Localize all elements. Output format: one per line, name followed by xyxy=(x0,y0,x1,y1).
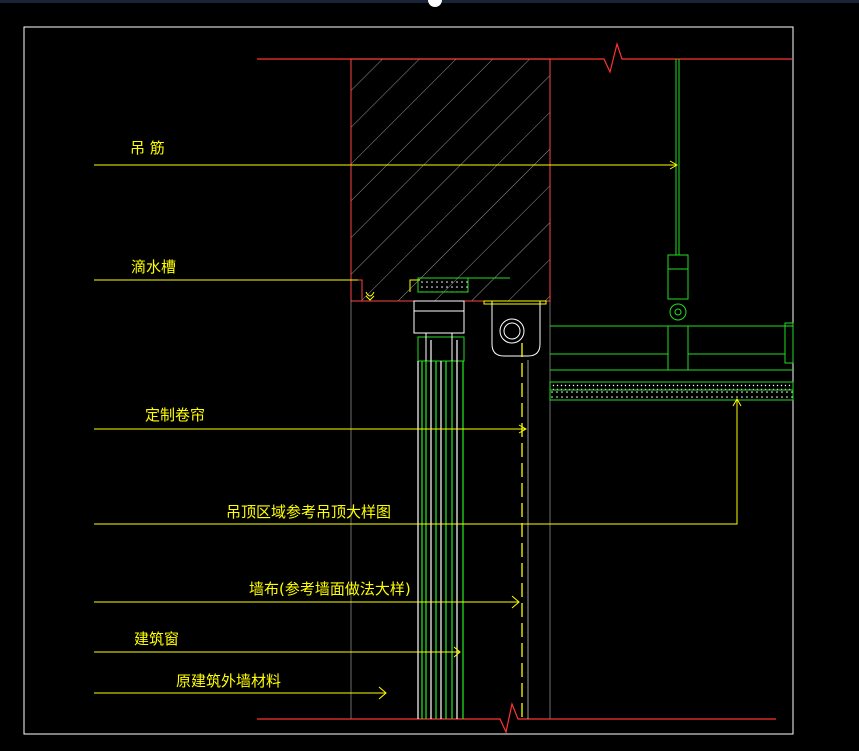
wall-outline xyxy=(350,301,551,719)
label-hanger-rod: 吊 筋 xyxy=(130,139,165,157)
drawing-frame xyxy=(23,26,794,735)
label-building-window: 建筑窗 xyxy=(134,630,179,648)
label-drip-groove: 滴水槽 xyxy=(131,258,176,276)
label-wall-cloth: 墙布(参考墙面做法大样) xyxy=(249,580,411,598)
label-ceiling-area: 吊顶区域参考吊顶大样图 xyxy=(226,503,391,521)
label-original-wall: 原建筑外墙材料 xyxy=(176,672,281,690)
drag-handle-icon[interactable] xyxy=(428,0,442,7)
blind-fabric xyxy=(521,343,529,719)
ceiling-framing xyxy=(549,322,794,401)
annotations xyxy=(94,160,742,700)
annotation-labels: 吊 筋 滴水槽 定制卷帘 吊顶区域参考吊顶大样图 墙布(参考墙面做法大样) 建筑… xyxy=(130,139,411,690)
label-custom-blind: 定制卷帘 xyxy=(145,406,205,424)
blind-roller xyxy=(483,300,547,357)
ceiling-hanger xyxy=(667,59,689,371)
concrete-beam xyxy=(350,58,551,302)
window-glazing xyxy=(417,340,464,719)
window-top-bar xyxy=(0,0,859,7)
